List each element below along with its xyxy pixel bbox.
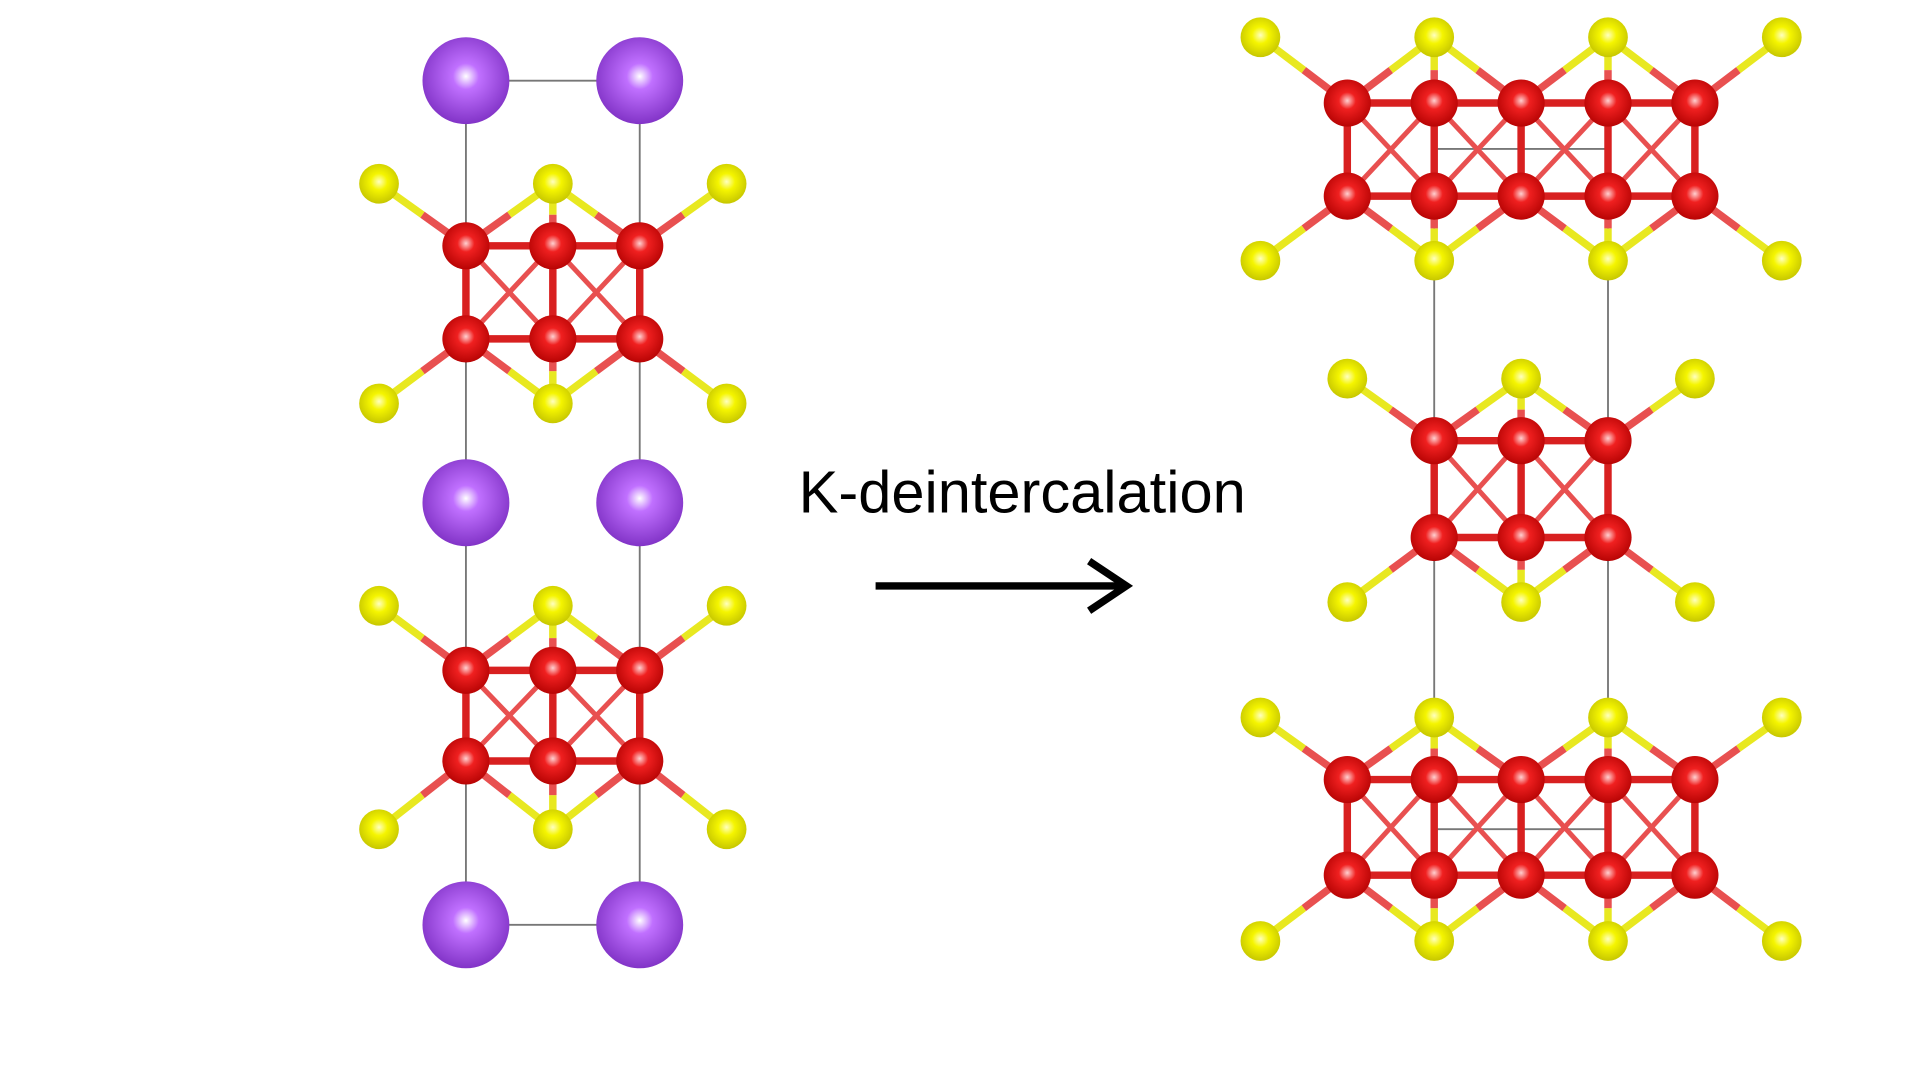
yellow-atom [1761, 17, 1802, 58]
red-atom [1584, 756, 1632, 804]
red-atom [1497, 79, 1545, 127]
layer [1240, 697, 1802, 961]
arrow-icon [875, 558, 1134, 614]
red-atom [1323, 756, 1371, 804]
red-atom [529, 222, 577, 270]
red-atom [1584, 172, 1632, 220]
layer [359, 585, 747, 850]
yellow-atom [1240, 240, 1281, 281]
red-atom [1497, 756, 1545, 804]
yellow-atom [1240, 697, 1281, 738]
yellow-atom [1761, 240, 1802, 281]
yellow-atom [532, 163, 573, 204]
red-atom [1584, 851, 1632, 899]
red-atom [1323, 851, 1371, 899]
red-atom [1497, 513, 1545, 562]
yellow-atom [1414, 240, 1455, 281]
yellow-atom [1501, 582, 1541, 622]
potassium-atom [422, 881, 510, 969]
potassium-atom [596, 37, 684, 125]
red-atom [1410, 79, 1458, 127]
yellow-atom [359, 585, 399, 626]
potassium-atom [422, 459, 510, 547]
yellow-atom [532, 809, 573, 850]
red-atom [1323, 79, 1371, 127]
yellow-atom [1327, 582, 1368, 622]
yellow-atom [1240, 921, 1281, 961]
red-atom [1410, 513, 1458, 562]
yellow-atom [1414, 17, 1455, 58]
red-atom [529, 315, 577, 363]
yellow-atom [1761, 697, 1802, 738]
red-atom [1323, 172, 1371, 220]
yellow-atom [1761, 921, 1802, 961]
yellow-atom [1588, 17, 1628, 58]
red-atom [442, 737, 490, 785]
red-atom [616, 315, 664, 363]
yellow-atom [359, 383, 399, 424]
red-atom [1584, 417, 1632, 465]
yellow-atom [1240, 17, 1281, 58]
red-atom [616, 222, 664, 270]
yellow-atom [532, 383, 573, 424]
potassium-atom [596, 881, 684, 969]
yellow-atom [706, 585, 747, 626]
red-atom [1497, 417, 1545, 465]
red-atom [1671, 79, 1719, 127]
right-structure-deintercalated [1240, 17, 1802, 961]
red-atom [442, 646, 490, 694]
red-atom [1410, 172, 1458, 220]
red-atom [529, 646, 577, 694]
red-atom [1410, 417, 1458, 465]
yellow-atom [706, 809, 747, 850]
potassium-atom [422, 37, 510, 125]
yellow-atom [1327, 358, 1368, 399]
yellow-atom [1588, 697, 1628, 738]
yellow-atom [1675, 358, 1715, 399]
transition-label: K-deintercalation [799, 459, 1246, 526]
yellow-atom [1588, 240, 1628, 281]
red-atom [1671, 172, 1719, 220]
red-atom [1584, 513, 1632, 562]
yellow-atom [1675, 582, 1715, 622]
red-atom [1410, 851, 1458, 899]
yellow-atom [532, 585, 573, 626]
red-atom [442, 222, 490, 270]
layer [1327, 358, 1715, 622]
yellow-atom [1588, 921, 1628, 961]
yellow-atom [1414, 697, 1455, 738]
red-atom [1497, 851, 1545, 899]
red-atom [1410, 756, 1458, 804]
red-atom [616, 737, 664, 785]
yellow-atom [706, 163, 747, 204]
layer [359, 163, 747, 424]
potassium-atom [596, 459, 684, 547]
left-structure-k-intercalated [359, 37, 747, 969]
red-atom [1671, 851, 1719, 899]
red-atom [442, 315, 490, 363]
yellow-atom [1501, 358, 1541, 399]
red-atom [529, 737, 577, 785]
yellow-atom [706, 383, 747, 424]
layer [1240, 17, 1802, 281]
red-atom [1584, 79, 1632, 127]
red-atom [1497, 172, 1545, 220]
red-atom [1671, 756, 1719, 804]
yellow-atom [359, 809, 399, 850]
red-atom [616, 646, 664, 694]
yellow-atom [359, 163, 399, 204]
yellow-atom [1414, 921, 1455, 961]
